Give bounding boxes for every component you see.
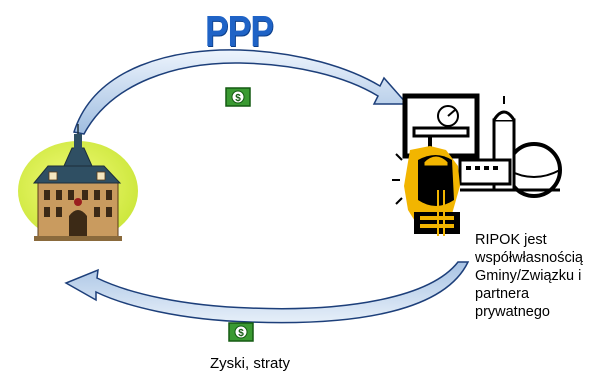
partner-description: RIPOK jest współwłasnością Gminy/Związku…: [475, 231, 601, 321]
partner-description-line: RIPOK jest: [475, 232, 547, 248]
bottom-flow-arrow: [64, 261, 470, 324]
partner-description-line: partnera: [475, 286, 530, 302]
money-bill-icon: $: [225, 87, 251, 107]
partner-description-line: współwłasnością: [475, 250, 583, 266]
svg-text:$: $: [238, 328, 244, 339]
diagram-title: PPP: [205, 7, 274, 56]
money-bill-icon: $: [228, 322, 254, 342]
profit-loss-label: Zyski, straty: [209, 355, 290, 372]
partner-description-line: prywatnego: [475, 304, 550, 320]
partner-description-line: Gminy/Związku i: [475, 268, 582, 284]
town-hall-icon: [18, 124, 138, 241]
industrial-plant-worker-icon: [392, 93, 562, 236]
svg-text:$: $: [235, 93, 241, 104]
